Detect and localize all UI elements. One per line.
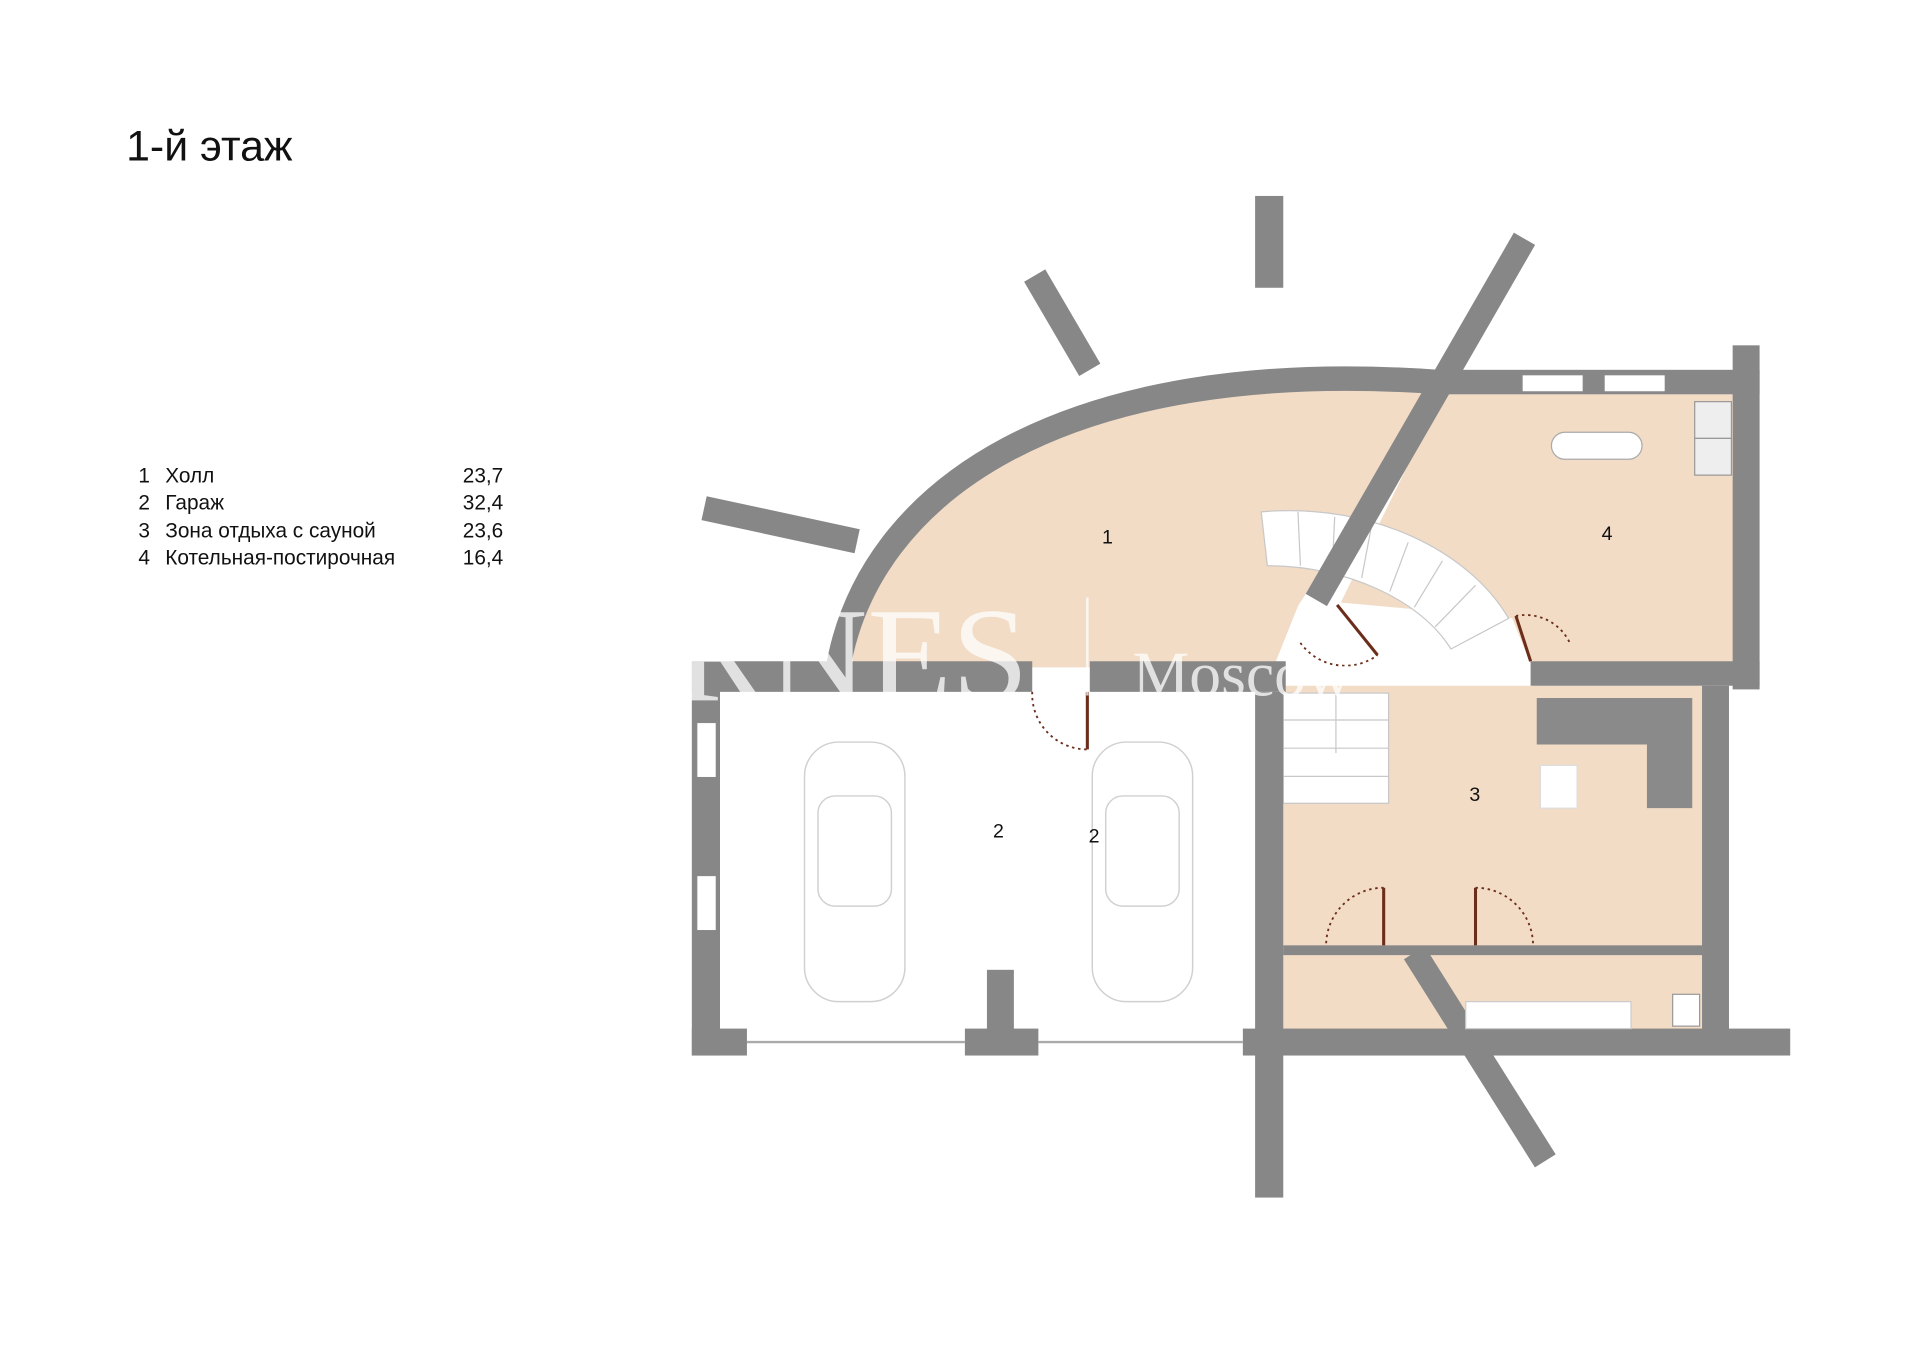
legend-num: 1: [138, 464, 150, 487]
watermark: BARNES Moscow: [484, 581, 1352, 730]
room-label-boiler: 4: [1602, 523, 1613, 545]
legend-num: 4: [138, 547, 150, 570]
car-icon: [803, 741, 906, 1003]
legend-area: 16,4: [463, 547, 503, 570]
room-label-garage: 2: [993, 821, 1004, 843]
room-label-hall: 1: [1102, 527, 1113, 549]
legend-num: 2: [138, 491, 150, 514]
legend-name: Холл: [165, 464, 214, 487]
legend: 1 Холл 23,7 2 Гараж 32,4 3 Зона отдыха с…: [138, 464, 503, 569]
doors: [1031, 603, 1571, 946]
room-label-garage: 2: [1089, 825, 1100, 847]
sink-icon: [1672, 993, 1701, 1027]
legend-row: 1 Холл 23,7: [138, 464, 503, 487]
furniture: [1465, 401, 1733, 1030]
car-icon: [1091, 741, 1194, 1003]
table-icon: [1539, 764, 1578, 809]
legend-area: 23,6: [463, 520, 503, 543]
washer-icon: [1694, 401, 1733, 439]
room-hall-floor: [842, 388, 1436, 668]
legend-area: 23,7: [463, 464, 503, 487]
legend-area: 32,4: [463, 491, 503, 514]
stair-treads: [1283, 693, 1389, 777]
svg-text:BARNES: BARNES: [484, 581, 1029, 730]
dryer-icon: [1694, 437, 1733, 476]
stair-treads: [1297, 511, 1476, 628]
windows: [696, 374, 1666, 932]
legend-name: Зона отдыха с сауной: [165, 520, 375, 543]
legend-num: 3: [138, 520, 150, 543]
room-label-rest: 3: [1469, 784, 1480, 806]
svg-text:Moscow: Moscow: [1133, 639, 1352, 710]
legend-row: 3 Зона отдыха с сауной 23,6: [138, 520, 503, 543]
legend-row: 4 Котельная-постирочная 16,4: [138, 547, 503, 570]
bathtub-icon: [1550, 431, 1643, 460]
sofa-icon: [1536, 697, 1693, 809]
walls: [691, 195, 1791, 1198]
legend-name: Котельная-постирочная: [165, 547, 395, 570]
legend-name: Гараж: [165, 491, 224, 514]
page-title: 1-й этаж: [126, 122, 293, 170]
bench-icon: [1465, 1001, 1632, 1030]
legend-row: 2 Гараж 32,4: [138, 491, 503, 514]
